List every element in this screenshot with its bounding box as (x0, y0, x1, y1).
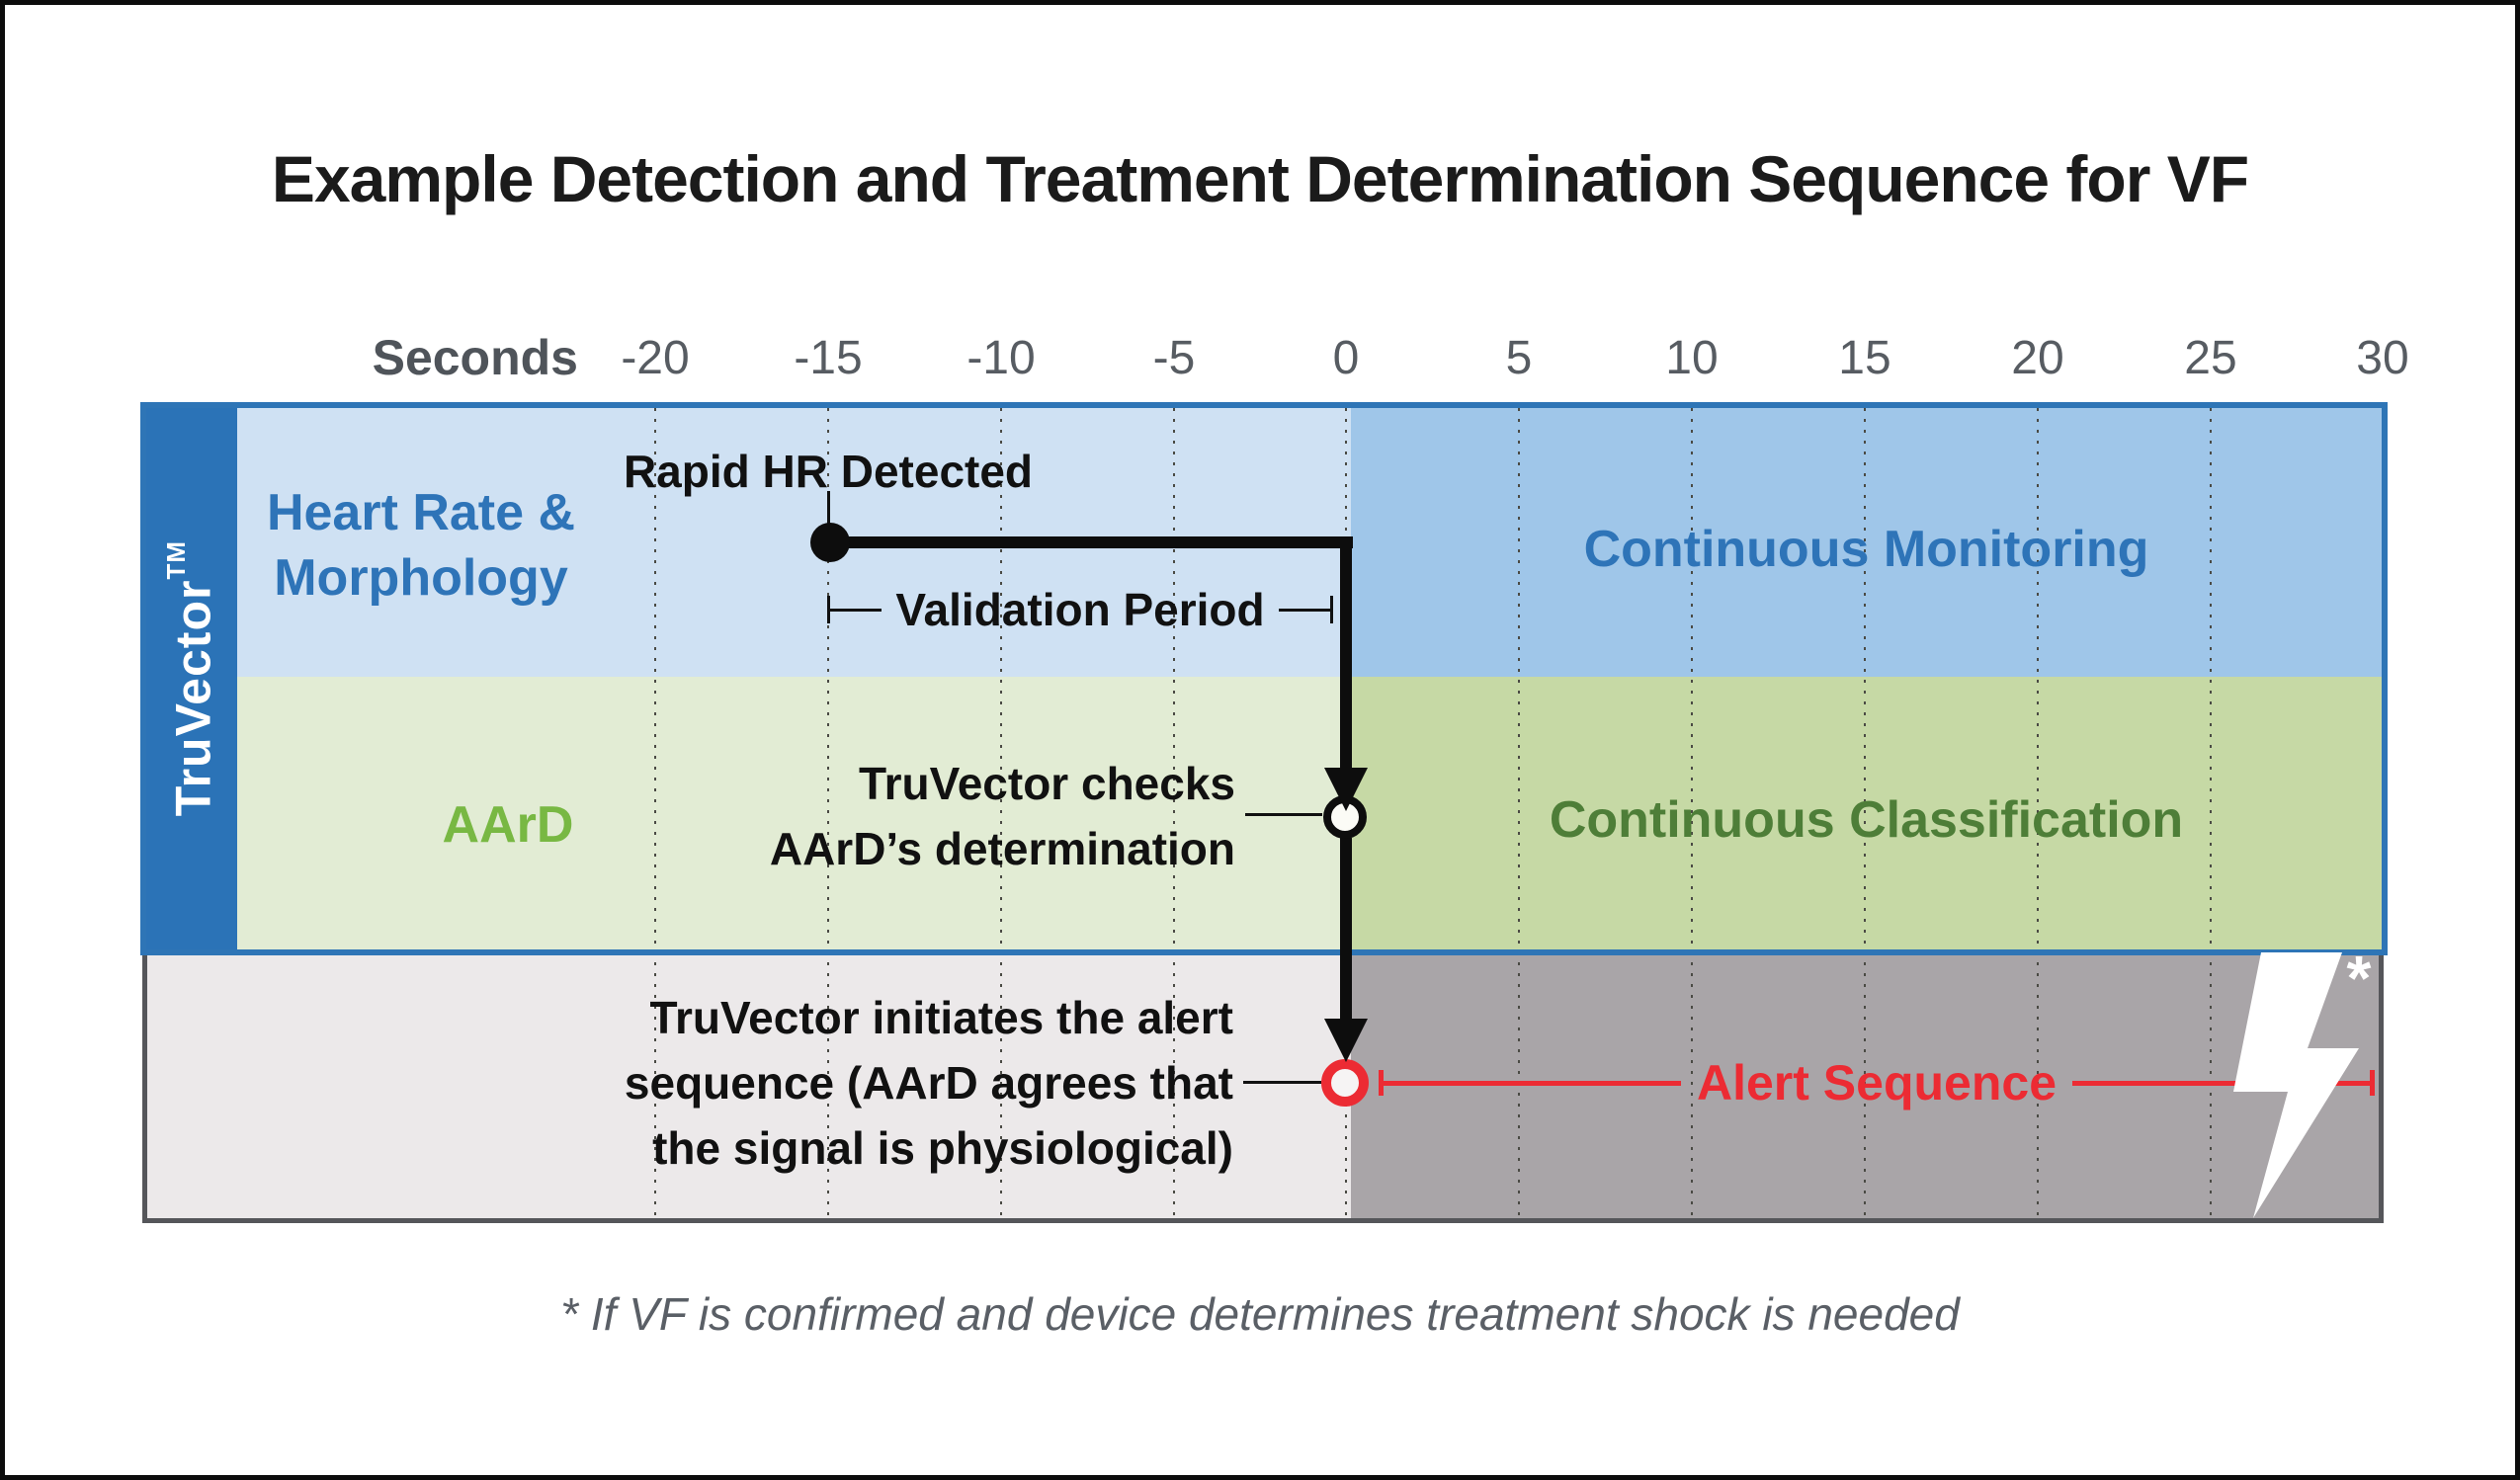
page-title: Example Detection and Treatment Determin… (271, 142, 2249, 215)
checks-connector-line (1245, 813, 1322, 816)
bracket-line-right (1278, 608, 1331, 612)
heart-rate-row-label: Heart Rate & Morphology (237, 480, 605, 611)
gridline (1173, 408, 1175, 1218)
shock-asterisk: * (2346, 943, 2372, 1014)
gridline (2210, 408, 2212, 1218)
alert-sequence-label: Alert Sequence (1697, 1055, 2058, 1110)
rapid-hr-event-marker (810, 523, 850, 562)
lightning-bolt-icon (2233, 952, 2359, 1218)
axis-tick-label: -20 (621, 332, 690, 384)
axis-tick-label: 10 (1665, 332, 1719, 384)
bracket-line-left (830, 608, 882, 612)
down-arrow-icon (1324, 768, 1368, 811)
flow-line-vertical-2 (1340, 838, 1352, 1023)
axis-tick-label: 5 (1505, 332, 1533, 384)
aard-region-pre (237, 677, 1351, 949)
gridline (1000, 408, 1002, 1218)
continuous-monitoring-label: Continuous Monitoring (1583, 521, 2149, 578)
axis-tick-label: 30 (2356, 332, 2409, 384)
axis-tick-label: 15 (1838, 332, 1891, 384)
gridline (654, 408, 656, 1218)
heart-rate-label-line2: Morphology (274, 549, 568, 607)
truvector-checks-annotation: TruVector checks AArD’s determination (642, 751, 1235, 881)
axis-tick-label: 20 (2011, 332, 2064, 384)
axis-tick-label: -5 (1152, 332, 1196, 384)
gridline (1518, 408, 1520, 1218)
rapid-hr-annotation: Rapid HR Detected (623, 446, 1034, 497)
footnote: * If VF is confirmed and device determin… (560, 1288, 1960, 1340)
validation-period-label: Validation Period (895, 584, 1265, 635)
chart-border (140, 402, 2388, 955)
axis-unit-label: Seconds (372, 330, 578, 385)
alert-row-border (142, 955, 2384, 1223)
heart-rate-label-line1: Heart Rate & (266, 484, 576, 541)
alert-annotation-line2: sequence (AArD agrees that (624, 1057, 1233, 1109)
axis-tick-label: 25 (2184, 332, 2237, 384)
alert-region-pre (147, 955, 1351, 1218)
flow-line-horizontal (830, 536, 1353, 548)
checks-annotation-line1: TruVector checks (859, 758, 1235, 809)
gridline (1864, 408, 1866, 1218)
alert-start-marker (1321, 1059, 1369, 1107)
alert-sequence-span: Alert Sequence (1379, 1055, 2376, 1110)
bracket-tick-right (1330, 596, 1334, 623)
rapid-hr-leader-line (827, 491, 830, 525)
validation-period-bracket: Validation Period (827, 582, 1334, 637)
alert-span-line-right (2072, 1080, 2371, 1086)
gridline (827, 408, 829, 1218)
alert-annotation-line3: the signal is physiological) (652, 1122, 1233, 1174)
bracket-tick-left (827, 596, 830, 623)
aard-row-label: AArD (442, 796, 574, 854)
axis-tick-label: 0 (1332, 332, 1360, 384)
gridline (2037, 408, 2039, 1218)
alert-connector-line (1243, 1081, 1321, 1084)
checks-annotation-line2: AArD’s determination (769, 823, 1235, 874)
alert-annotation-line1: TruVector initiates the alert (649, 992, 1233, 1043)
axis-tick-label: -15 (794, 332, 863, 384)
alert-initiation-annotation: TruVector initiates the alert sequence (… (593, 985, 1233, 1181)
gridline (1691, 408, 1693, 1218)
flow-line-vertical-1 (1340, 536, 1352, 774)
axis-tick-label: -10 (966, 332, 1036, 384)
alert-span-tick-right (2370, 1070, 2376, 1096)
alert-span-line-left (1384, 1080, 1681, 1086)
truvector-sidebar: TruVectorTM (146, 408, 237, 949)
down-arrow-icon (1324, 1019, 1368, 1062)
continuous-classification-label: Continuous Classification (1549, 791, 2184, 849)
alert-span-tick-left (1379, 1070, 1384, 1096)
